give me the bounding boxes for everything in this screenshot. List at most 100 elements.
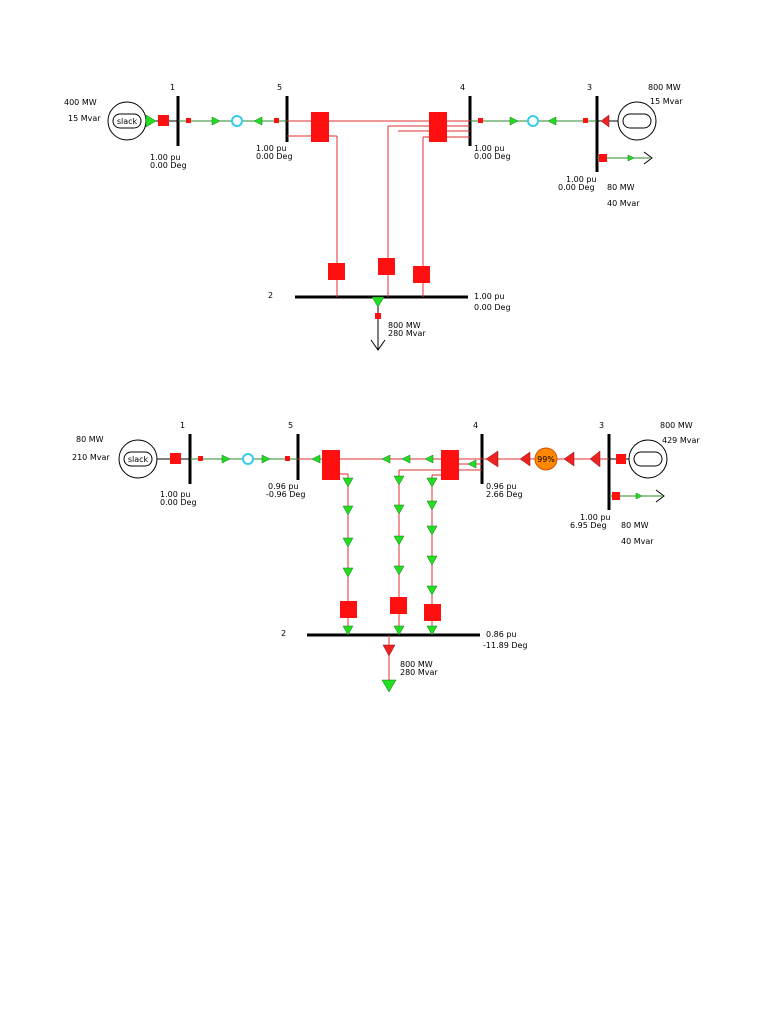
gen1-mw: 80 MW [76,435,104,444]
load3-mvar: 40 Mvar [607,199,640,208]
flow-arrow [519,451,531,467]
bus1-pu: 1.00 pu [150,153,181,162]
bus2-pu: 0.86 pu [486,630,517,639]
flow-arrow [393,504,405,515]
flow-arrow [342,567,354,578]
flow-arrow [342,477,354,488]
flow-arrow [381,454,391,464]
breaker[interactable] [170,453,181,464]
bus5-deg: 0.00 Deg [256,152,293,161]
load-arrow-icon [655,489,665,503]
load2-mw: 800 MW [388,321,421,330]
flow-arrow [509,116,519,126]
bus4-pu: 1.00 pu [474,144,505,153]
bus-number-2: 2 [268,291,273,300]
bus1-pu: 1.00 pu [160,490,191,499]
flow-arrow [211,116,221,126]
bus4-deg: 0.00 Deg [474,152,511,161]
bus5-deg: -0.96 Deg [266,490,305,499]
flow-arrow [485,450,499,468]
gen1-mvar: 15 Mvar [68,114,101,123]
breaker[interactable] [285,456,290,461]
bus1-deg: 0.00 Deg [150,161,187,170]
flow-arrow [547,116,557,126]
load3-mvar: 40 Mvar [621,537,654,546]
breaker[interactable] [424,604,441,621]
breaker[interactable] [478,118,483,123]
bus-number-3: 3 [599,421,604,430]
flow-arrow [426,477,438,488]
breaker[interactable] [340,601,357,618]
load2-mw: 800 MW [400,660,433,669]
bus4-deg: 2.66 Deg [486,490,523,499]
bus-number-4: 4 [460,83,465,92]
gen3-mvar: 429 Mvar [662,436,700,445]
gen1-mw: 400 MW [64,98,97,107]
breaker[interactable] [612,492,620,500]
transformer-overload-icon[interactable] [534,447,558,471]
flow-arrow [371,296,385,308]
breaker[interactable] [375,313,381,319]
breaker[interactable] [158,115,169,126]
generator-3[interactable] [617,101,657,141]
generator-3[interactable] [628,439,668,479]
bus2-pu: 1.00 pu [474,292,505,301]
load2-mvar: 280 Mvar [400,668,438,677]
bus5-pu: 0.96 pu [268,482,299,491]
flow-arrow [424,454,434,464]
flow-arrow [342,505,354,516]
breaker[interactable] [322,450,340,480]
load2-mvar: 280 Mvar [388,329,426,338]
flow-arrow [589,450,601,468]
breaker[interactable] [274,118,279,123]
flow-arrow [342,625,354,636]
transformer-icon[interactable] [231,115,243,127]
flow-arrow [393,475,405,486]
transformer-icon[interactable] [242,453,254,465]
breaker[interactable] [311,112,329,142]
transformer-icon[interactable] [527,115,539,127]
bus2-deg: 0.00 Deg [474,303,511,312]
generator-1[interactable]: slack [118,439,158,479]
generator-1[interactable]: slack [107,101,147,141]
flow-arrow [467,459,477,469]
flow-arrow [627,154,635,162]
bus3-pu: 1.00 pu [580,513,611,522]
flow-arrow [393,535,405,546]
bus5-pu: 1.00 pu [256,144,287,153]
bus-number-5: 5 [288,421,293,430]
transformer-loading: 99% [537,455,555,464]
breaker[interactable] [429,112,447,142]
flow-arrow [261,454,271,464]
load3-mw: 80 MW [621,521,649,530]
breaker[interactable] [583,118,588,123]
breaker[interactable] [599,154,607,162]
bus3-pu: 1.00 pu [566,175,597,184]
breaker[interactable] [378,258,395,275]
gen3-mvar: 15 Mvar [650,97,683,106]
bus3-deg: 0.00 Deg [558,183,595,192]
gen1-mvar: 210 Mvar [72,453,110,462]
flow-arrow [426,525,438,536]
flow-arrow [426,625,438,636]
breaker[interactable] [616,454,626,464]
flow-arrow [426,500,438,511]
breaker[interactable] [413,266,430,283]
flow-arrow [401,454,411,464]
flow-arrow [393,565,405,576]
breaker[interactable] [198,456,203,461]
bus-number-1: 1 [170,83,175,92]
flow-arrow [426,585,438,596]
flow-arrow [426,555,438,566]
breaker[interactable] [390,597,407,614]
bus-number-4: 4 [473,421,478,430]
flow-arrow [635,492,643,500]
flow-arrow [563,451,575,467]
breaker[interactable] [441,450,459,480]
bus2-deg: -11.89 Deg [483,641,528,650]
flow-arrow [145,114,157,128]
breaker[interactable] [186,118,191,123]
slack-label: slack [117,117,138,126]
breaker[interactable] [328,263,345,280]
